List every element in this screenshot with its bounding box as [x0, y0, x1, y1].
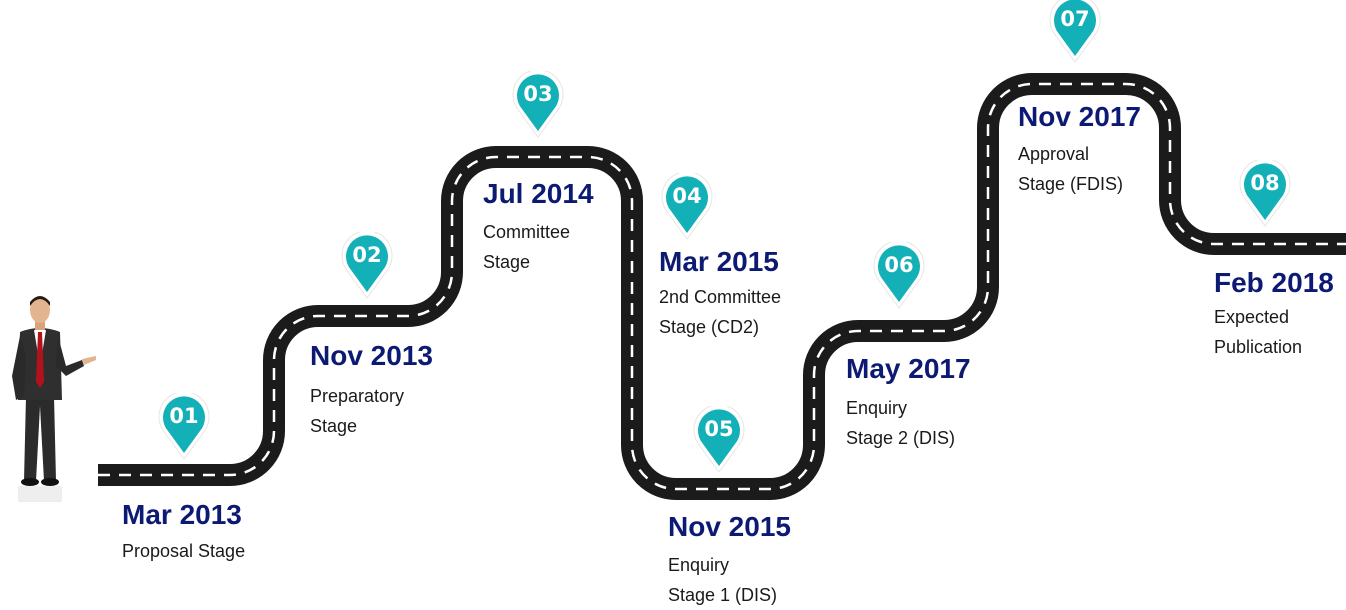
milestone-pin-05: 05 [692, 406, 746, 476]
milestone-description-line: Stage (CD2) [659, 317, 760, 337]
milestone-pin-08: 08 [1238, 160, 1292, 230]
milestone-number: 03 [523, 82, 553, 106]
milestone-description-line: Publication [1214, 337, 1303, 357]
milestone-description-line: Stage [310, 416, 358, 436]
milestone-description-line: Stage [483, 252, 531, 272]
map-pin-icon [1239, 160, 1291, 227]
milestone-date: Mar 2013 [122, 499, 242, 530]
milestone-number: 05 [704, 417, 734, 441]
milestone-date: Nov 2013 [310, 340, 433, 371]
milestone-description-line: Preparatory [310, 386, 405, 406]
milestone-pin-04: 04 [660, 173, 714, 243]
milestone-date: Jul 2014 [483, 178, 594, 209]
map-pin-icon [158, 393, 210, 460]
milestone-pin-01: 01 [157, 393, 211, 463]
milestone-number: 07 [1060, 7, 1090, 31]
milestone-date: Mar 2015 [659, 246, 779, 277]
milestone-number: 08 [1250, 171, 1280, 195]
milestone-date: Feb 2018 [1214, 267, 1334, 298]
milestone-pin-06: 06 [872, 242, 926, 312]
milestone-date: May 2017 [846, 353, 971, 384]
milestone-description-line: Approval [1018, 144, 1090, 164]
road-lane-marking [98, 82, 1346, 491]
milestone-description-line: Stage (FDIS) [1018, 174, 1124, 194]
map-pin-icon [1049, 0, 1101, 63]
milestone-description-line: Enquiry [846, 398, 908, 418]
milestone-number: 02 [352, 243, 382, 267]
milestone-description-line: Enquiry [668, 555, 730, 575]
milestone-number: 01 [169, 404, 199, 428]
milestone-date: Nov 2017 [1018, 101, 1141, 132]
businessman-illustration [12, 296, 96, 502]
map-pin-icon [693, 406, 745, 473]
milestone-description-line: Proposal Stage [122, 541, 246, 561]
map-pin-icon [341, 232, 393, 299]
milestone-description-line: Stage 2 (DIS) [846, 428, 956, 448]
milestone-date: Nov 2015 [668, 511, 791, 542]
milestone-pin-02: 02 [340, 232, 394, 302]
milestone-description: Proposal Stage [122, 536, 245, 566]
milestone-description-line: Committee [483, 222, 571, 242]
map-pin-icon [512, 71, 564, 138]
milestone-description-line: 2nd Committee [659, 287, 782, 307]
milestone-description-line: Stage 1 (DIS) [668, 585, 778, 605]
milestone-description-line: Expected [1214, 307, 1290, 327]
map-pin-icon [661, 173, 713, 240]
milestone-number: 04 [672, 184, 702, 208]
milestone-number: 06 [884, 253, 914, 277]
milestone-pin-03: 03 [511, 71, 565, 141]
map-pin-icon [873, 242, 925, 309]
milestone-pin-07: 07 [1048, 0, 1102, 66]
